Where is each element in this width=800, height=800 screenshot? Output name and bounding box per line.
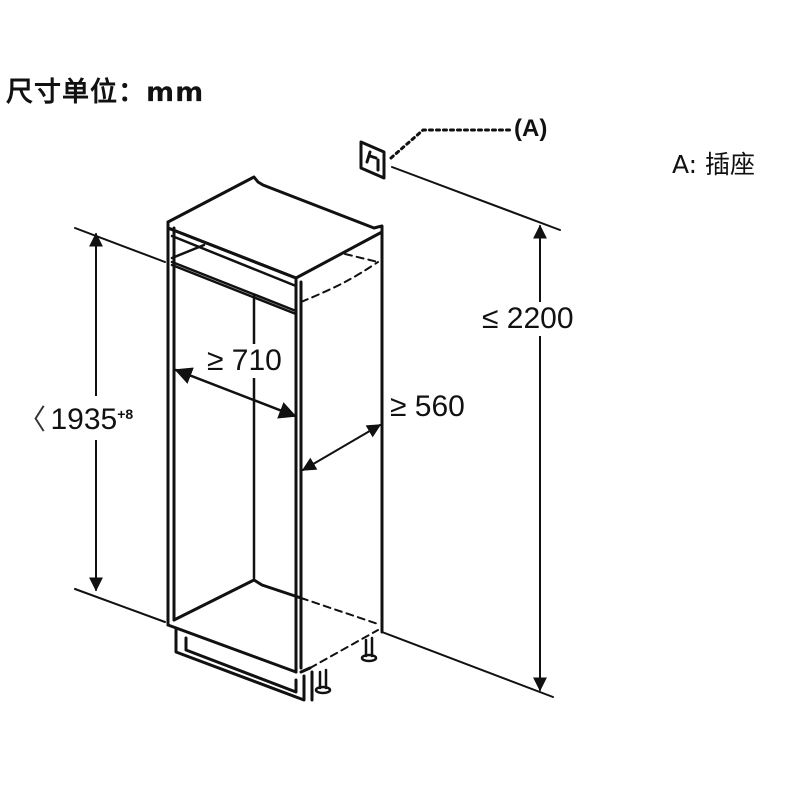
cabinet-height-label: 〈 1935+8 — [14, 396, 138, 440]
cabinet-height-tolerance: +8 — [117, 405, 134, 422]
cabinet-top — [166, 175, 384, 292]
cabinet-front-right-post — [294, 276, 303, 674]
units-label: 尺寸单位：mm — [6, 77, 205, 108]
min-depth-label: ≥ 560 — [390, 390, 465, 423]
cabinet-feet — [314, 636, 378, 695]
legend-text: A: 插座 — [672, 150, 756, 179]
hidden-lines — [300, 253, 379, 669]
cabinet-upper-shelf — [170, 234, 298, 316]
cabinet-height-value: 1935 — [50, 403, 118, 436]
callout-a-label: (A) — [514, 115, 548, 142]
cabinet-left-post — [166, 220, 176, 627]
width-710-arrow — [174, 367, 297, 419]
callout-leader — [389, 128, 514, 160]
depth-560-arrow — [301, 424, 382, 471]
ref-line-bottom-left — [74, 588, 166, 623]
min-width-label: ≥ 710 — [205, 344, 284, 378]
max-height-label: ≤ 2200 — [480, 302, 576, 336]
chevron-left-icon: 〈 — [18, 403, 47, 436]
cabinet-plinth — [174, 628, 314, 702]
socket-icon — [359, 140, 386, 180]
ref-line-top-left — [74, 227, 166, 263]
ref-line-bottom-right — [381, 631, 554, 698]
ref-line-top-right — [391, 166, 561, 231]
cabinet-bottom — [166, 578, 312, 674]
